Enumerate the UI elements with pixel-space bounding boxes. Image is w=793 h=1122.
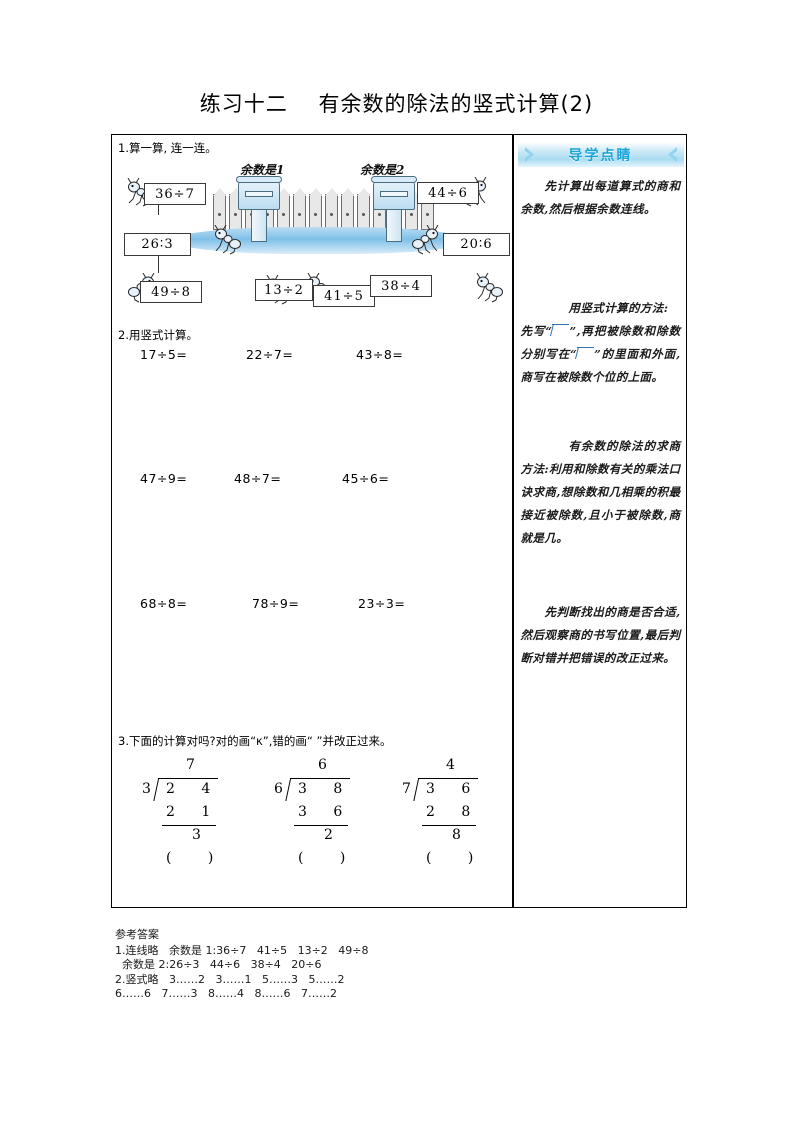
sidebar-paragraph-4: 有余数的除法的求商方法:利用和除数有关的乘法口诀求商,想除数和几相乘的积最接近被… bbox=[520, 439, 681, 545]
exercise-column: 1.算一算, 连一连。 余数是1 余数是2 bbox=[112, 135, 512, 907]
equation-box[interactable]: 26∶3 bbox=[124, 233, 191, 256]
sidebar-paragraph-3-before: 先写“ bbox=[520, 324, 553, 338]
division-bracket-icon bbox=[575, 347, 595, 359]
subtrahend: 3 6 bbox=[298, 804, 354, 820]
divisor: 7 bbox=[402, 781, 411, 797]
scene-label-remainder-1: 余数是1 bbox=[240, 163, 285, 177]
sidebar-banner-title: 导学点睛 bbox=[568, 147, 633, 164]
ant-icon bbox=[410, 225, 444, 255]
problem-item[interactable]: 78÷9= bbox=[252, 596, 300, 611]
sidebar-paragraph-1: 先计算出每道算式的商和余数,然后根据余数连线。 bbox=[520, 179, 681, 216]
dividend: 2 4 bbox=[166, 781, 222, 797]
connector-line bbox=[158, 202, 160, 215]
problem-item[interactable]: 17÷5= bbox=[140, 347, 188, 362]
answer-parens[interactable]: ( ) bbox=[426, 850, 490, 866]
subtrahend: 2 1 bbox=[166, 804, 222, 820]
sidebar-paragraph-3-mid: ”,再把被除数和除数分别写在“ bbox=[520, 324, 681, 361]
division-bracket-icon bbox=[413, 777, 478, 801]
quotient: 7 bbox=[186, 757, 195, 773]
division-rule-line bbox=[294, 825, 348, 827]
equation-box[interactable]: 41÷5 bbox=[313, 285, 375, 307]
division-rule-line bbox=[422, 825, 476, 827]
remainder: 3 bbox=[192, 827, 201, 843]
guide-sidebar: 导学点睛 先计算出每道算式的商和余数,然后根据余数连线。 用竖式计算的方法: 先… bbox=[514, 135, 689, 907]
worksheet-frame: 1.算一算, 连一连。 余数是1 余数是2 bbox=[111, 134, 687, 908]
answer-key-line: 2.竖式略 3……2 3……1 5……3 5……2 bbox=[115, 973, 345, 986]
mailbox-remainder-1 bbox=[236, 176, 282, 242]
equation-box[interactable]: 13÷2 bbox=[255, 279, 313, 301]
problem-item[interactable]: 43÷8= bbox=[356, 347, 404, 362]
dividend: 3 6 bbox=[426, 781, 482, 797]
equation-box[interactable]: 36÷7 bbox=[144, 183, 206, 205]
sidebar-paragraph-3: 先写“”,再把被除数和除数分别写在“”的里面和外面,商写在被除数个位的上面。 bbox=[521, 320, 681, 389]
quotient: 6 bbox=[318, 757, 327, 773]
remainder: 2 bbox=[324, 827, 333, 843]
problem-item[interactable]: 68÷8= bbox=[140, 596, 188, 611]
remainder: 8 bbox=[452, 827, 461, 843]
divisor: 6 bbox=[274, 781, 283, 797]
equation-box[interactable]: 44÷6 bbox=[417, 182, 479, 204]
long-division-problem[interactable]: 7 3 2 4 2 1 3 ( ) bbox=[130, 757, 250, 866]
division-bracket-icon bbox=[550, 324, 570, 336]
division-bracket-icon bbox=[153, 777, 218, 801]
quotient: 4 bbox=[446, 757, 455, 773]
dividend: 3 8 bbox=[298, 781, 354, 797]
problem-item[interactable]: 48÷7= bbox=[234, 471, 282, 486]
answer-parens[interactable]: ( ) bbox=[298, 850, 362, 866]
ant-icon bbox=[211, 225, 245, 255]
problem-item[interactable]: 23÷3= bbox=[358, 596, 406, 611]
equation-box[interactable]: 49÷8 bbox=[140, 281, 202, 303]
ant-icon bbox=[473, 273, 507, 303]
division-rule-line bbox=[162, 825, 216, 827]
page-title: 练习十二 有余数的除法的竖式计算(2) bbox=[199, 92, 594, 116]
long-division-problem[interactable]: 4 7 3 6 2 8 8 ( ) bbox=[390, 757, 510, 866]
problem-item[interactable]: 47÷9= bbox=[140, 471, 188, 486]
division-bracket-icon bbox=[285, 777, 350, 801]
answer-key-heading: 参考答案 bbox=[115, 928, 159, 941]
sidebar-paragraph-5: 先判断找出的商是否合适,然后观察商的书写位置,最后判断对错并把错误的改正过来。 bbox=[520, 605, 681, 665]
sidebar-banner: 导学点睛 bbox=[517, 142, 684, 167]
column-divider bbox=[512, 135, 514, 907]
sidebar-paragraph-3-after: ”的里面和外面,商写在被除数个位的上面。 bbox=[520, 347, 681, 384]
divisor: 3 bbox=[142, 781, 151, 797]
problem-item[interactable]: 45÷6= bbox=[342, 471, 390, 486]
answer-key-line: 余数是 2:26÷3 44÷6 38÷4 20÷6 bbox=[115, 958, 322, 971]
question-1-illustration: 余数是1 余数是2 bbox=[118, 155, 510, 317]
equation-box[interactable]: 38÷4 bbox=[370, 275, 432, 297]
answer-key-line: 1.连线略 余数是 1:36÷7 41÷5 13÷2 49÷8 bbox=[115, 944, 369, 957]
sidebar-paragraph-2: 用竖式计算的方法: bbox=[568, 301, 669, 315]
chevron-left-icon bbox=[663, 146, 679, 163]
long-division-problem[interactable]: 6 6 3 8 3 6 2 ( ) bbox=[262, 757, 382, 866]
question-3-heading: 3.下面的计算对吗?对的画“κ”,错的画“ ”并改正过来。 bbox=[118, 734, 392, 748]
question-2-heading: 2.用竖式计算。 bbox=[118, 328, 198, 342]
question-1-heading: 1.算一算, 连一连。 bbox=[118, 141, 217, 155]
mailbox-remainder-2 bbox=[371, 176, 417, 242]
answer-parens[interactable]: ( ) bbox=[166, 850, 230, 866]
problem-item[interactable]: 22÷7= bbox=[246, 347, 294, 362]
scene-label-remainder-2: 余数是2 bbox=[360, 163, 405, 177]
equation-box[interactable]: 20∶6 bbox=[443, 233, 510, 256]
chevron-right-icon bbox=[523, 146, 539, 163]
connector-line bbox=[158, 255, 160, 273]
answer-key-line: 6……6 7……3 8……4 8……6 7……2 bbox=[115, 987, 337, 1000]
subtrahend: 2 8 bbox=[426, 804, 482, 820]
